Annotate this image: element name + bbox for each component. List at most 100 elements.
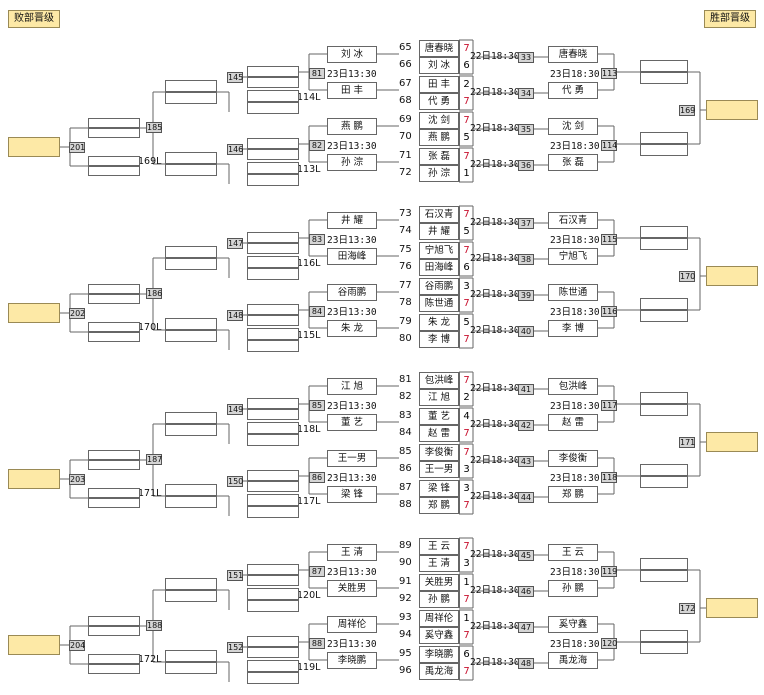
winner-round3-slot-bottom[interactable] bbox=[640, 642, 688, 654]
winner-player-bottom[interactable]: 李 博 bbox=[548, 320, 598, 337]
loser-player-bottom[interactable]: 田 丰 bbox=[327, 82, 377, 99]
match-player-bottom[interactable]: 井 耀 bbox=[419, 223, 459, 240]
winner-player-top[interactable]: 沈 剑 bbox=[548, 118, 598, 135]
loser-player-bottom[interactable]: 关胜男 bbox=[327, 580, 377, 597]
loser-incoming-slot-bottom[interactable] bbox=[247, 672, 299, 684]
loser-semi-slot-b-bottom[interactable] bbox=[165, 496, 217, 508]
winner-round3-slot-top[interactable] bbox=[640, 558, 688, 570]
loser-incoming-slot-bottom[interactable] bbox=[247, 102, 299, 114]
match-player-top[interactable]: 李晓鹏 bbox=[419, 646, 459, 663]
loser-incoming-slot-top[interactable] bbox=[247, 494, 299, 506]
winner-player-top[interactable]: 王 云 bbox=[548, 544, 598, 561]
winner-round3-slot-top[interactable] bbox=[640, 392, 688, 404]
winner-round3-slot-bottom[interactable] bbox=[640, 476, 688, 488]
match-player-bottom[interactable]: 陈世通 bbox=[419, 295, 459, 312]
loser-incoming-slot-top[interactable] bbox=[247, 422, 299, 434]
match-player-top[interactable]: 关胜男 bbox=[419, 574, 459, 591]
loser-incoming-slot-bottom[interactable] bbox=[247, 340, 299, 352]
loser-final-slot-b-bottom[interactable] bbox=[88, 166, 140, 176]
loser-final-slot-b-top[interactable] bbox=[88, 488, 140, 498]
winner-round3-slot-bottom[interactable] bbox=[640, 144, 688, 156]
loser-incoming-slot-bottom[interactable] bbox=[247, 434, 299, 446]
match-player-bottom[interactable]: 奚守鑫 bbox=[419, 627, 459, 644]
loser-round-slot-bottom[interactable] bbox=[247, 243, 299, 254]
loser-round-slot-bottom[interactable] bbox=[247, 315, 299, 326]
winner-player-top[interactable]: 陈世通 bbox=[548, 284, 598, 301]
loser-semi-slot-a-top[interactable] bbox=[165, 80, 217, 92]
loser-advance-slot[interactable] bbox=[8, 137, 60, 157]
match-player-bottom[interactable]: 江 旭 bbox=[419, 389, 459, 406]
loser-player-bottom[interactable]: 梁 锋 bbox=[327, 486, 377, 503]
loser-player-top[interactable]: 周祥伦 bbox=[327, 616, 377, 633]
match-player-top[interactable]: 沈 剑 bbox=[419, 112, 459, 129]
loser-semi-slot-b-top[interactable] bbox=[165, 650, 217, 662]
winner-round3-slot-top[interactable] bbox=[640, 132, 688, 144]
loser-incoming-slot-top[interactable] bbox=[247, 90, 299, 102]
winner-advance-slot[interactable] bbox=[706, 598, 758, 618]
match-player-bottom[interactable]: 孙 鹏 bbox=[419, 591, 459, 608]
loser-final-slot-a-bottom[interactable] bbox=[88, 294, 140, 304]
match-player-top[interactable]: 王 云 bbox=[419, 538, 459, 555]
loser-semi-slot-b-bottom[interactable] bbox=[165, 164, 217, 176]
loser-final-slot-a-bottom[interactable] bbox=[88, 626, 140, 636]
winner-advance-slot[interactable] bbox=[706, 100, 758, 120]
match-player-top[interactable]: 宁旭飞 bbox=[419, 242, 459, 259]
loser-advance-slot[interactable] bbox=[8, 303, 60, 323]
loser-semi-slot-a-top[interactable] bbox=[165, 412, 217, 424]
loser-final-slot-a-top[interactable] bbox=[88, 118, 140, 128]
loser-incoming-slot-bottom[interactable] bbox=[247, 506, 299, 518]
match-player-top[interactable]: 梁 锋 bbox=[419, 480, 459, 497]
winner-player-bottom[interactable]: 代 勇 bbox=[548, 82, 598, 99]
loser-player-top[interactable]: 谷雨鹏 bbox=[327, 284, 377, 301]
match-player-bottom[interactable]: 李 博 bbox=[419, 331, 459, 348]
loser-player-top[interactable]: 刘 冰 bbox=[327, 46, 377, 63]
match-player-bottom[interactable]: 代 勇 bbox=[419, 93, 459, 110]
loser-player-top[interactable]: 江 旭 bbox=[327, 378, 377, 395]
loser-final-slot-a-top[interactable] bbox=[88, 284, 140, 294]
loser-round-slot-top[interactable] bbox=[247, 66, 299, 77]
match-player-bottom[interactable]: 田海峰 bbox=[419, 259, 459, 276]
winner-round3-slot-bottom[interactable] bbox=[640, 310, 688, 322]
winner-round3-slot-bottom[interactable] bbox=[640, 404, 688, 416]
match-player-top[interactable]: 董 艺 bbox=[419, 408, 459, 425]
winner-player-bottom[interactable]: 孙 鹏 bbox=[548, 580, 598, 597]
loser-round-slot-bottom[interactable] bbox=[247, 481, 299, 492]
loser-player-top[interactable]: 燕 鹏 bbox=[327, 118, 377, 135]
loser-incoming-slot-top[interactable] bbox=[247, 328, 299, 340]
match-player-top[interactable]: 石汉青 bbox=[419, 206, 459, 223]
loser-incoming-slot-top[interactable] bbox=[247, 588, 299, 600]
loser-player-bottom[interactable]: 田海峰 bbox=[327, 248, 377, 265]
match-player-bottom[interactable]: 刘 冰 bbox=[419, 57, 459, 74]
match-player-bottom[interactable]: 郑 鹏 bbox=[419, 497, 459, 514]
match-player-top[interactable]: 田 丰 bbox=[419, 76, 459, 93]
loser-round-slot-top[interactable] bbox=[247, 232, 299, 243]
match-player-top[interactable]: 周祥伦 bbox=[419, 610, 459, 627]
loser-advance-slot[interactable] bbox=[8, 635, 60, 655]
loser-round-slot-bottom[interactable] bbox=[247, 575, 299, 586]
loser-semi-slot-b-bottom[interactable] bbox=[165, 330, 217, 342]
match-player-bottom[interactable]: 孙 淙 bbox=[419, 165, 459, 182]
loser-round-slot-top[interactable] bbox=[247, 398, 299, 409]
match-player-bottom[interactable]: 禹龙海 bbox=[419, 663, 459, 680]
loser-incoming-slot-bottom[interactable] bbox=[247, 600, 299, 612]
loser-player-top[interactable]: 王 清 bbox=[327, 544, 377, 561]
match-player-top[interactable]: 唐春晓 bbox=[419, 40, 459, 57]
match-player-top[interactable]: 李俊衡 bbox=[419, 444, 459, 461]
match-player-top[interactable]: 谷雨鹏 bbox=[419, 278, 459, 295]
winner-round3-slot-top[interactable] bbox=[640, 298, 688, 310]
winner-advance-slot[interactable] bbox=[706, 432, 758, 452]
loser-player-bottom[interactable]: 董 艺 bbox=[327, 414, 377, 431]
loser-semi-slot-a-bottom[interactable] bbox=[165, 258, 217, 270]
winner-player-top[interactable]: 石汉青 bbox=[548, 212, 598, 229]
winner-player-bottom[interactable]: 赵 雷 bbox=[548, 414, 598, 431]
loser-final-slot-a-top[interactable] bbox=[88, 616, 140, 626]
match-player-bottom[interactable]: 王一男 bbox=[419, 461, 459, 478]
loser-player-bottom[interactable]: 朱 龙 bbox=[327, 320, 377, 337]
match-player-top[interactable]: 张 磊 bbox=[419, 148, 459, 165]
loser-advance-slot[interactable] bbox=[8, 469, 60, 489]
loser-semi-slot-b-top[interactable] bbox=[165, 484, 217, 496]
loser-incoming-slot-bottom[interactable] bbox=[247, 268, 299, 280]
winner-advance-slot[interactable] bbox=[706, 266, 758, 286]
winner-player-top[interactable]: 奚守鑫 bbox=[548, 616, 598, 633]
winner-round3-slot-top[interactable] bbox=[640, 60, 688, 72]
